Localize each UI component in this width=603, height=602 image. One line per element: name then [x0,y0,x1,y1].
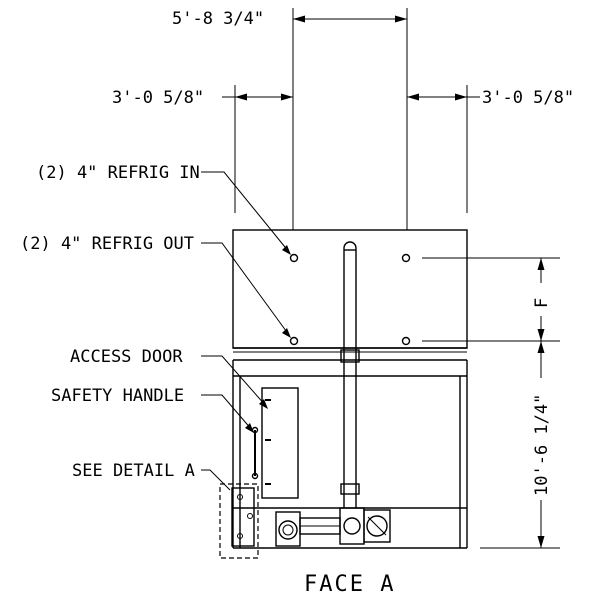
arrowhead [282,245,291,255]
dimension-label-right: 3'-0 5/8" [482,88,574,108]
callout-see-detail-a: SEE DETAIL A [72,461,195,481]
detail-a-bolt [237,494,243,500]
refrig-in-connection [289,253,299,263]
riser-pipe [340,241,360,508]
arrowhead [537,329,545,341]
arrowhead [282,328,291,338]
arrowhead [537,341,545,353]
arrowhead [395,15,407,23]
leader-safety-handle [201,394,253,431]
view-title: FACE A [304,572,395,597]
access-door-panel [261,387,299,499]
arrowhead [293,15,305,23]
dimension-label-f: F [532,298,552,308]
detail-a-dashed-outline [219,483,259,559]
dimension-label-left: 3'-0 5/8" [112,88,204,108]
safety-handle-end [251,472,259,480]
pump-volute [343,517,361,535]
callout-safety-handle: SAFETY HANDLE [51,386,184,406]
refrigerant-connections [289,253,411,346]
detail-a-plate [231,487,255,547]
detail-a-box [219,483,259,559]
pump-assembly [275,507,391,547]
pipe-flange [340,483,360,495]
arrowhead [245,423,254,433]
callout-refrig-in: (2) 4" REFRIG IN [36,163,200,183]
leader-refrig-in [201,171,290,253]
pump-impeller-circle [278,520,298,540]
arrowhead [407,93,419,101]
pump-impeller-circle [282,524,294,536]
dimension-label-top: 5'-8 3/4" [172,9,264,29]
detail-a-bolt [247,513,253,519]
arrowhead [455,93,467,101]
arrowhead [235,93,247,101]
callout-refrig-out: (2) 4" REFRIG OUT [20,234,194,254]
callouts: (2) 4" REFRIG IN (2) 4" REFRIG OUT ACCES… [20,163,291,491]
refrig-out-connection [401,336,411,346]
pump-motor [363,509,391,543]
refrig-out-connection [289,336,299,346]
access-door-assembly [251,387,299,499]
pipe-cap [343,241,357,249]
leader-access-door [201,355,267,407]
arrowhead [537,258,545,270]
leader-refrig-out [201,242,290,336]
callout-access-door: ACCESS DOOR [70,347,183,367]
right-dimension-group: F 10'-6 1/4" [422,257,560,549]
arrowhead [537,536,545,548]
pump-motor-detail [367,516,387,536]
unit-body [232,229,468,549]
arrowhead [259,399,268,409]
top-dimension-group: 5'-8 3/4" 3'-0 5/8" 3'-0 5/8" [112,8,574,230]
refrig-in-connection [401,253,411,263]
detail-a-bolt [237,533,243,539]
dimension-label-height: 10'-6 1/4" [532,394,552,496]
arrowhead [281,93,293,101]
leader-see-detail-a [201,469,231,491]
upper-section-outline [232,229,468,349]
pipe-flange [340,349,360,363]
pump-motor-circle [366,515,388,537]
